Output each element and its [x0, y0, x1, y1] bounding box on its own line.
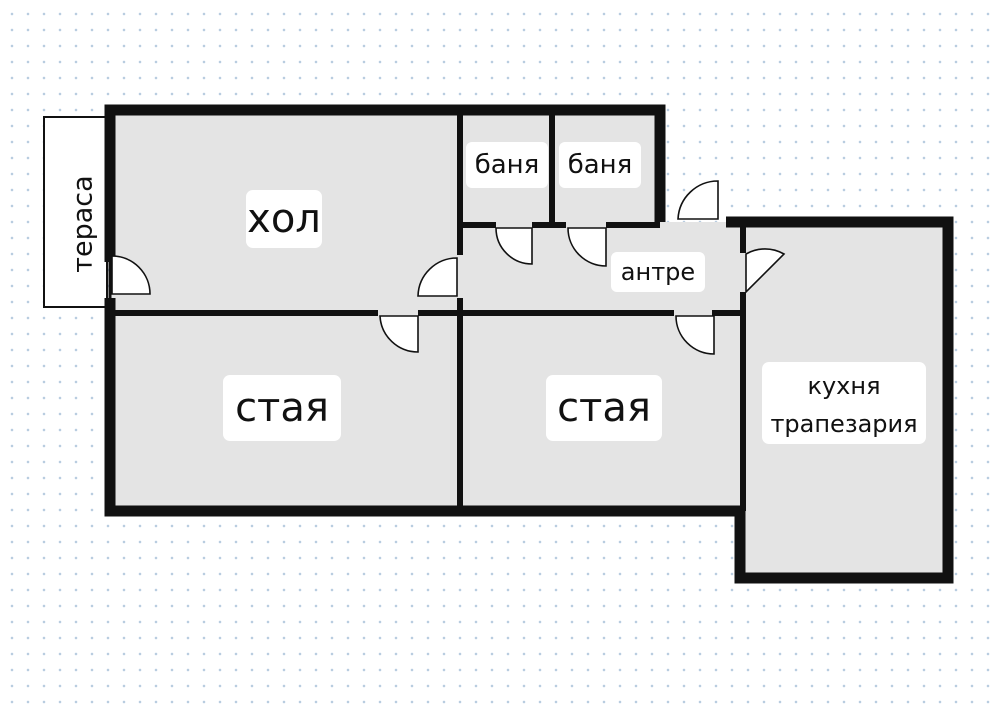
- terrace-door: [111, 255, 151, 295]
- svg-text:антре: антре: [621, 258, 695, 286]
- kitchen-label: кухня трапезария: [762, 362, 926, 444]
- room-2-door: [675, 315, 715, 355]
- svg-text:хол: хол: [247, 196, 321, 242]
- terrace-label: тераса: [62, 160, 102, 288]
- kitchen-door: [745, 248, 786, 294]
- bath-1-label: баня: [466, 142, 548, 188]
- interior-walls: [110, 110, 746, 511]
- outer-walls: [104, 104, 954, 584]
- door-swings: [111, 180, 786, 355]
- bath-2-door: [567, 227, 607, 267]
- room-1-door: [379, 315, 419, 353]
- bath-2-label: баня: [559, 142, 641, 188]
- svg-text:стая: стая: [235, 385, 329, 431]
- room-1-label: стая: [223, 375, 341, 441]
- svg-text:баня: баня: [475, 150, 540, 180]
- svg-text:баня: баня: [568, 150, 633, 180]
- hall-door: [417, 257, 458, 297]
- entrance-label: антре: [611, 252, 705, 292]
- svg-text:кухня: кухня: [807, 372, 880, 400]
- svg-text:стая: стая: [557, 385, 651, 431]
- bath-1-door: [495, 227, 533, 265]
- svg-text:трапезария: трапезария: [770, 410, 917, 438]
- room-2-label: стая: [546, 375, 662, 441]
- entrance-door: [677, 180, 719, 220]
- hall-label: хол: [246, 190, 322, 248]
- svg-text:тераса: тераса: [68, 175, 99, 272]
